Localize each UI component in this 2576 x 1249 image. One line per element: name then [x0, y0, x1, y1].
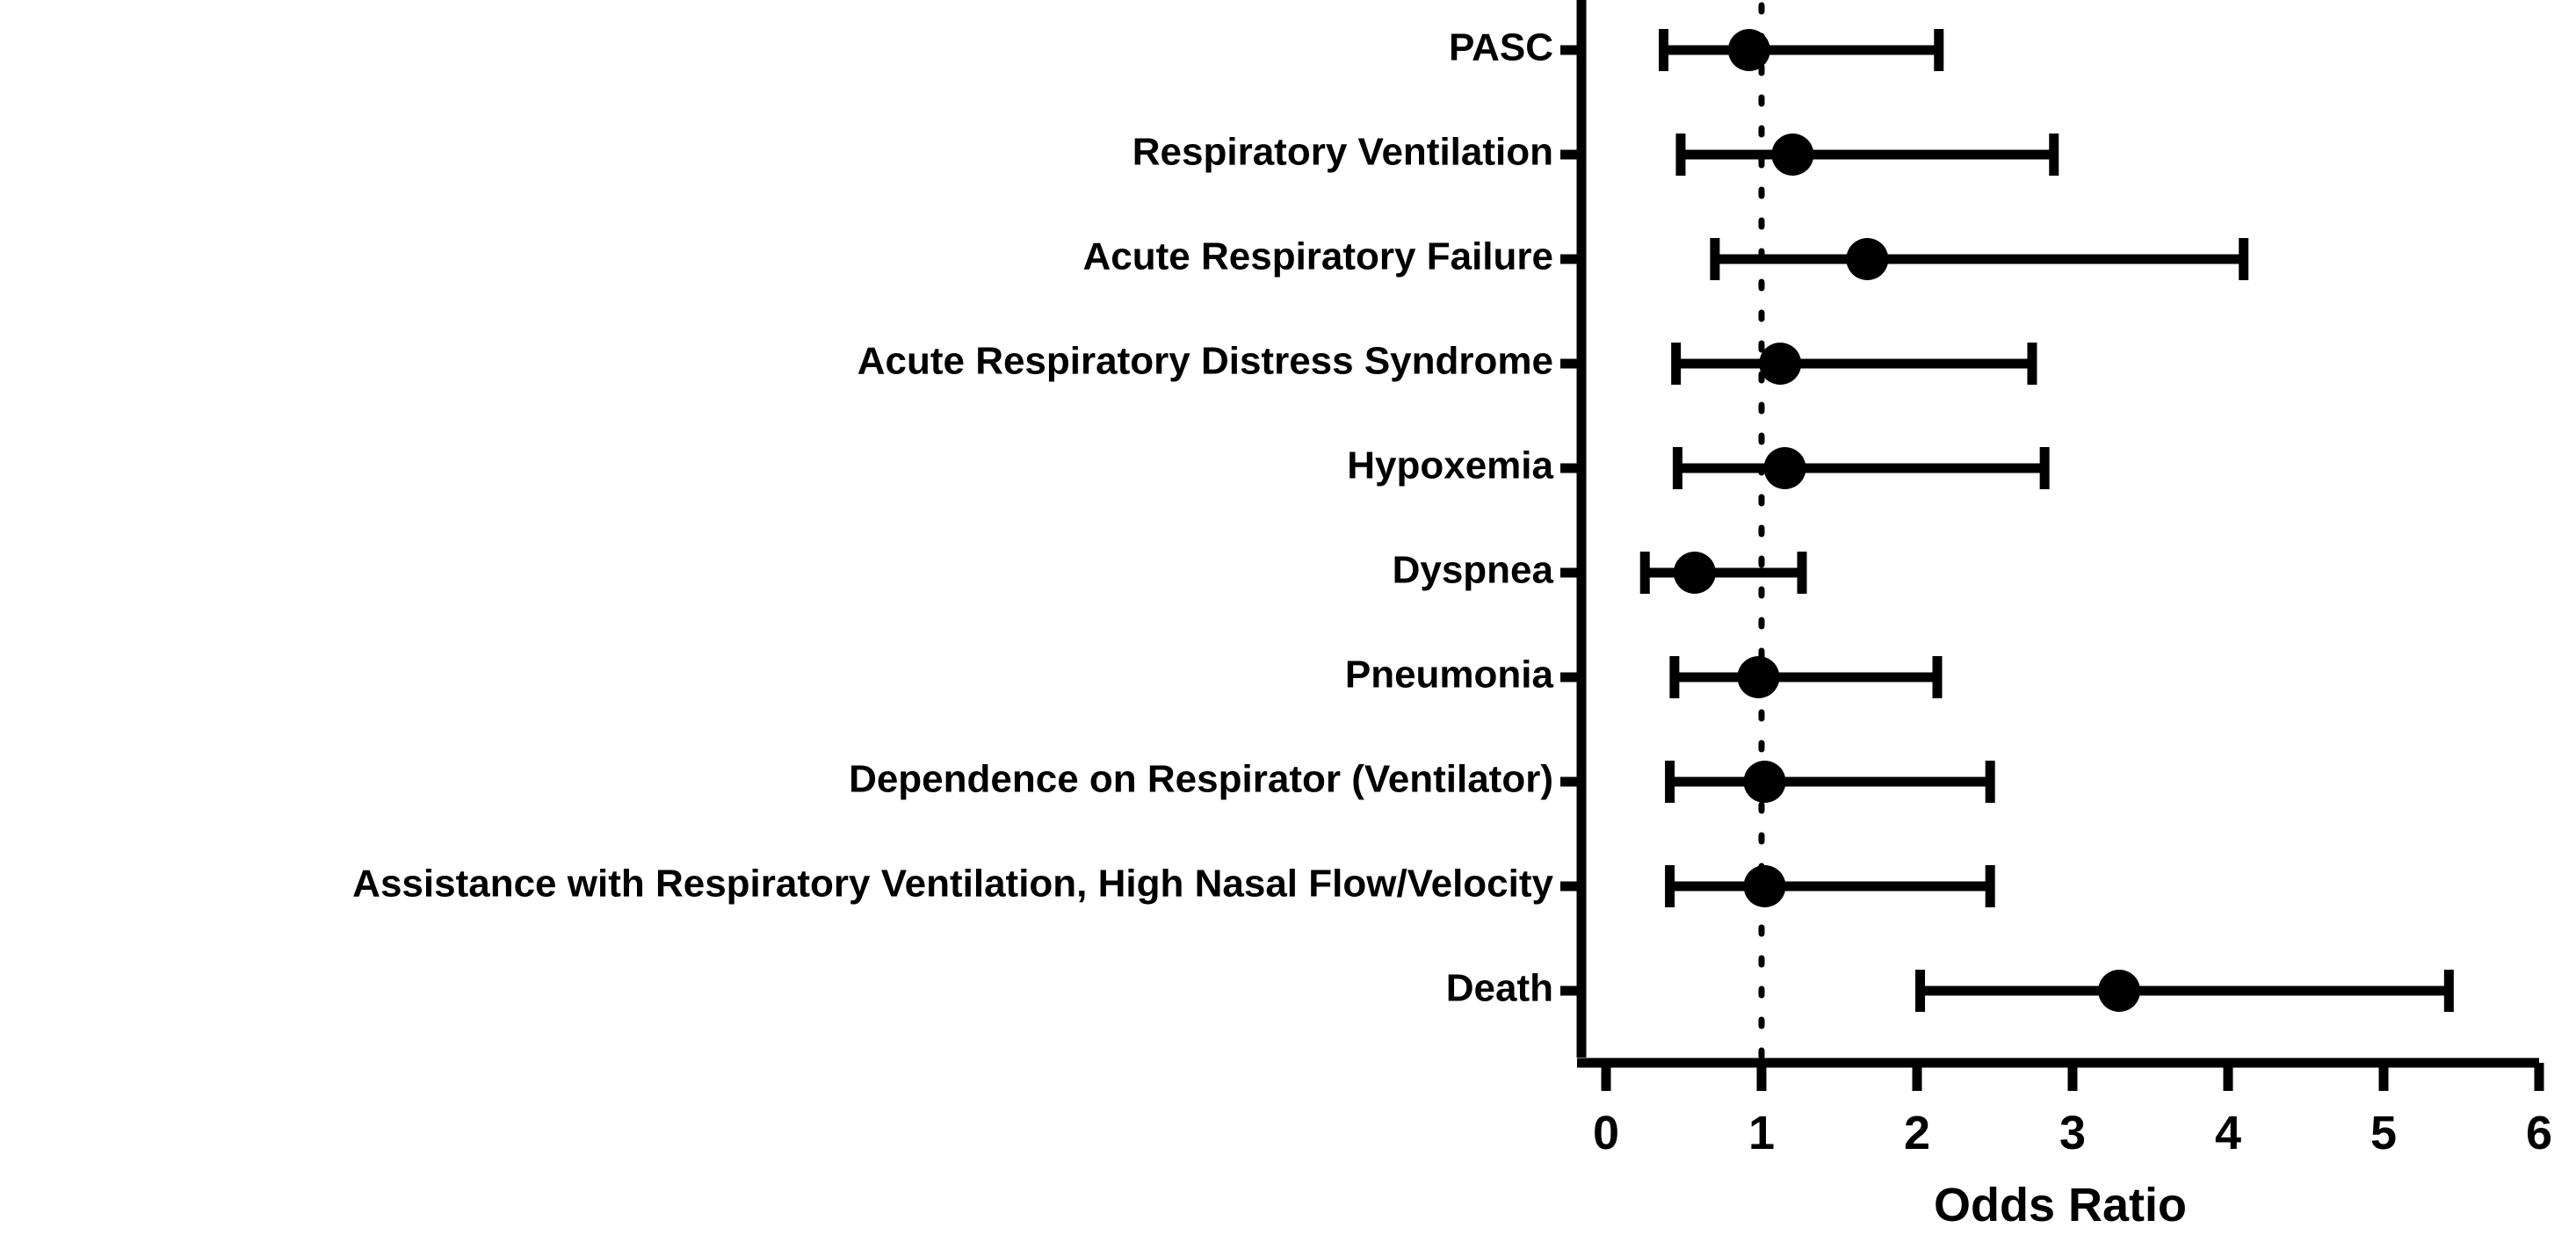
x-axis-tick-label: 6 — [2526, 1107, 2552, 1159]
category-label: Respiratory Ventilation — [1132, 131, 1553, 174]
category-label: Acute Respiratory Distress Syndrome — [857, 340, 1553, 383]
point-estimate-marker — [1737, 656, 1780, 698]
point-estimate-marker — [1727, 29, 1770, 71]
x-axis-tick-labels: 0 1 2 3 4 5 6 — [1593, 1107, 2552, 1159]
category-tick-marks — [1560, 45, 1581, 996]
category-label: Acute Respiratory Failure — [1083, 235, 1554, 278]
forest-row — [1669, 656, 1943, 698]
category-label: Dependence on Respirator (Ventilator) — [849, 758, 1553, 801]
x-axis-tick-label: 5 — [2370, 1107, 2397, 1159]
forest-row — [1710, 238, 2249, 280]
x-axis-tick-label: 3 — [2059, 1107, 2086, 1159]
category-label: Pneumonia — [1345, 653, 1554, 697]
point-estimate-marker — [1763, 447, 1806, 489]
forest-row — [1665, 761, 1995, 803]
forest-row — [1671, 343, 2037, 385]
category-label: Assistance with Respiratory Ventilation,… — [352, 863, 1553, 906]
category-label: Death — [1446, 967, 1553, 1010]
point-estimate-marker — [1771, 134, 1814, 176]
point-estimate-marker — [1846, 238, 1889, 280]
data-rows-layer — [1639, 29, 2454, 1012]
category-label: Hypoxemia — [1347, 444, 1553, 487]
forest-row — [1675, 134, 2059, 176]
point-estimate-marker — [1743, 761, 1786, 803]
category-label: Dyspnea — [1393, 549, 1554, 592]
point-estimate-marker — [1673, 552, 1716, 594]
point-estimate-marker — [1759, 343, 1802, 385]
x-axis-tick-label: 0 — [1593, 1107, 1619, 1159]
forest-row — [1658, 29, 1944, 71]
x-axis-tick-label: 4 — [2215, 1107, 2241, 1159]
forest-row — [1915, 970, 2454, 1012]
category-label: PASC — [1449, 26, 1553, 69]
x-axis-tick-label: 2 — [1904, 1107, 1930, 1159]
x-axis-tick-label: 1 — [1748, 1107, 1775, 1159]
point-estimate-marker — [1743, 865, 1786, 907]
forest-row — [1672, 447, 2050, 489]
forest-row — [1665, 865, 1995, 907]
x-axis-title: Odds Ratio — [1934, 1179, 2187, 1231]
forest-row — [1639, 552, 1807, 594]
x-axis-tick-marks — [1601, 1063, 2544, 1091]
point-estimate-marker — [2098, 970, 2141, 1012]
